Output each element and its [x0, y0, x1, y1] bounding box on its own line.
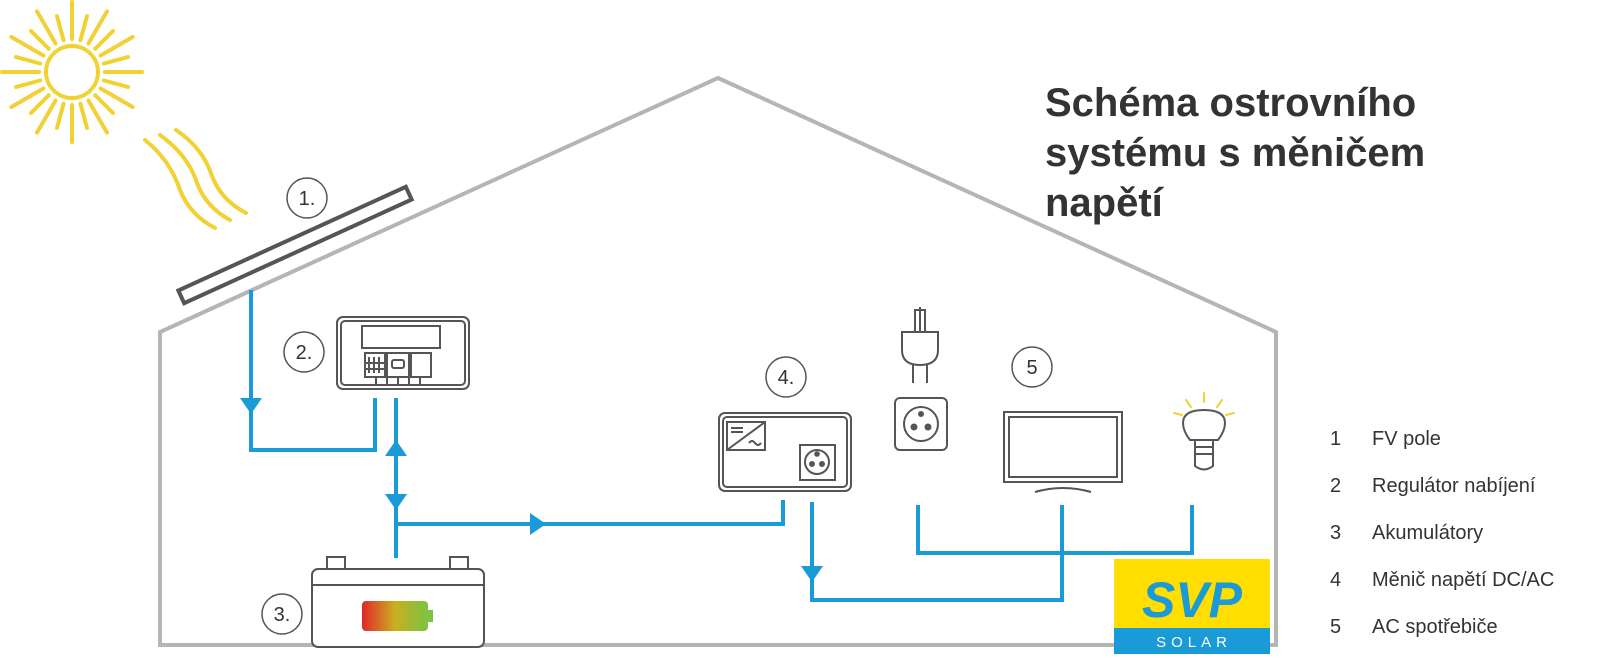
title-line-1: Schéma ostrovního: [1045, 81, 1417, 125]
sun-ray: [14, 78, 43, 89]
svg-text:3.: 3.: [274, 604, 291, 626]
sun-ray: [9, 86, 46, 109]
sun-ray: [93, 29, 115, 51]
svg-text:1.: 1.: [299, 188, 316, 210]
solar-panel-icon: [175, 184, 415, 306]
sun-ray: [93, 93, 115, 115]
light-bulb-icon: [1173, 392, 1235, 471]
legend-label: Měnič napětí DC/AC: [1372, 569, 1555, 591]
sun-ray: [98, 35, 135, 58]
marker-4: 4.: [765, 356, 807, 398]
legend-label: Akumulátory: [1372, 522, 1484, 544]
logo-brand: SVP: [1142, 572, 1243, 628]
sun-ray: [29, 93, 51, 115]
flow-battery-to-inverter: [396, 500, 785, 526]
tv-icon: [1003, 411, 1123, 493]
logo-sub: SOLAR: [1156, 634, 1232, 651]
diagram-title: Schéma ostrovního systému s měničem napě…: [1045, 78, 1425, 228]
sun-ray: [86, 98, 109, 135]
marker-2: 2.: [283, 331, 325, 373]
sun-ray: [9, 35, 46, 58]
legend-number: 3: [1330, 522, 1342, 544]
sun-ray: [35, 98, 58, 135]
sun-ray: [29, 29, 51, 51]
sun-ray: [78, 14, 89, 43]
sun-ray: [35, 9, 58, 46]
sun-ray: [14, 55, 43, 66]
marker-3: 3.: [261, 593, 303, 635]
sun-ray: [101, 55, 130, 66]
title-line-3: napětí: [1045, 181, 1163, 225]
legend-number: 1: [1330, 428, 1342, 450]
arrow-down-battery: [385, 494, 407, 510]
arrow-down-loads: [801, 566, 823, 582]
svg-text:5: 5: [1026, 357, 1037, 379]
arrow-down-panel: [240, 398, 262, 414]
battery-icon: [311, 556, 485, 648]
wall-socket-icon: [894, 397, 948, 451]
flow-panel-to-regulator: [249, 290, 377, 452]
inverter-icon: [718, 412, 852, 492]
marker-1: 1.: [286, 177, 328, 219]
legend-label: FV pole: [1372, 428, 1441, 450]
legend-number: 4: [1330, 569, 1342, 591]
flow-arrows: [240, 398, 823, 582]
svg-text:2.: 2.: [296, 342, 313, 364]
legend-number: 5: [1330, 616, 1342, 638]
arrow-up-regulator: [385, 440, 407, 456]
legend-label: AC spotřebiče: [1372, 616, 1498, 638]
plug-icon: [901, 307, 939, 383]
sun-rays-icon: [143, 128, 248, 230]
sun-ray: [86, 9, 109, 46]
flow-lines: [249, 290, 1194, 602]
sun-ray: [55, 101, 66, 130]
charge-regulator-icon: [336, 316, 470, 390]
house-outline: [158, 75, 1278, 647]
marker-5: 5: [1011, 346, 1053, 388]
svg-text:4.: 4.: [778, 367, 795, 389]
sun-icon: [0, 0, 144, 144]
legend-number: 2: [1330, 475, 1342, 497]
svp-solar-logo: SVP SOLAR: [1114, 559, 1270, 654]
flow-loads-bus: [916, 505, 1194, 555]
sun-ray: [78, 101, 89, 130]
sun-ray: [98, 86, 135, 109]
legend-label: Regulátor nabíjení: [1372, 475, 1536, 497]
sun-ray: [101, 78, 130, 89]
sun-ray: [55, 14, 66, 43]
arrow-right-inverter: [530, 513, 546, 535]
title-line-2: systému s měničem: [1045, 131, 1426, 175]
